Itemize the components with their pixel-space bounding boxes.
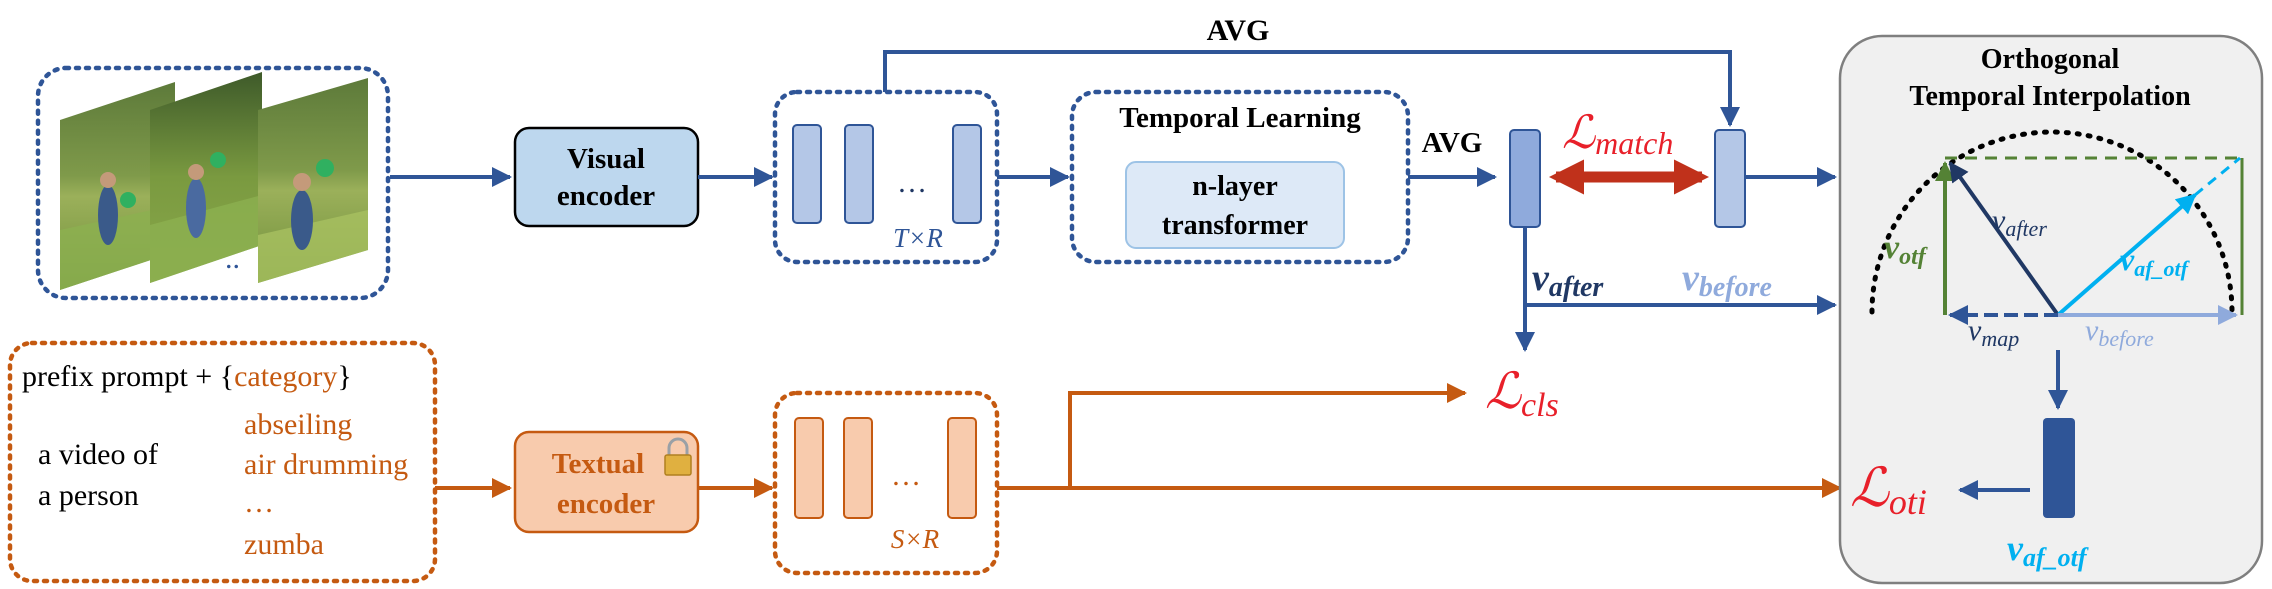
video-frame-image: [150, 72, 262, 283]
visual-token: [952, 124, 982, 224]
visual-encoder: Visual encoder: [513, 126, 700, 228]
oti-title-1: Orthogonal: [1981, 44, 2120, 75]
transformer-label-1: n-layer: [1192, 171, 1278, 202]
category-item: air drumming: [244, 448, 408, 481]
v-af-otf-token: [2043, 418, 2075, 518]
category-item: zumba: [244, 528, 324, 561]
v-af-otf-extension: [2194, 156, 2241, 197]
lock-icon: [664, 437, 692, 476]
text-tokens-group: … S×R: [772, 390, 1000, 576]
top-avg-path: [883, 50, 1740, 127]
text-token: [794, 417, 824, 519]
visual-token: [792, 124, 822, 224]
video-frame-image: [258, 78, 368, 283]
v-map-label: vmap: [1968, 314, 2019, 351]
textual-encoder: Textual encoder: [513, 430, 700, 534]
unit-semicircle: [1869, 129, 2235, 315]
text-tokens-ellipsis: …: [891, 459, 921, 492]
v-after-panel-label: vafter: [1992, 204, 2047, 241]
oti-title-2: Temporal Interpolation: [1909, 81, 2191, 112]
v-after-token: [1509, 129, 1541, 228]
prompt-line-1: a video of: [38, 438, 158, 471]
temporal-learning-title: Temporal Learning: [1119, 102, 1361, 134]
category-item: abseiling: [244, 408, 352, 441]
v-otf-label: votf: [1884, 229, 1928, 270]
frames-ellipsis: ..: [225, 242, 240, 275]
temporal-learning-box: [1069, 89, 1411, 265]
avg-label: AVG: [1422, 127, 1483, 159]
visual-tokens-group: … T×R: [772, 89, 1000, 265]
text-tokens-box: [772, 390, 1000, 576]
visual-tokens-ellipsis: …: [897, 166, 927, 199]
text-tokens-to-cls-arrow: [1068, 383, 1467, 488]
video-frames-box: [35, 65, 391, 301]
v-after-label: vafter: [1532, 257, 1604, 303]
prefix-prompt-text: prefix prompt + {category}: [22, 360, 352, 393]
v-af-otf-arrow: [2056, 193, 2197, 317]
category-item: …: [244, 486, 274, 519]
video-frame-image: [60, 82, 175, 290]
visual-encoder-label-1: Visual: [567, 143, 645, 175]
text-token: [947, 417, 977, 519]
v-af-otf-label: vaf_otf: [2120, 241, 2191, 281]
v-af-otf-output-label: vaf_otf: [2007, 528, 2089, 572]
text-prompt-group: prefix prompt + {category} a video of a …: [7, 340, 438, 584]
v-after-arrow: [1948, 161, 2060, 317]
visual-encoder-label-2: encoder: [557, 180, 655, 212]
textual-encoder-label-2: encoder: [557, 488, 655, 520]
oti-loss-label: ℒoti: [1850, 458, 1927, 522]
textual-encoder-label-1: Textual: [552, 448, 644, 480]
cls-loss-label: ℒcls: [1485, 363, 1559, 424]
oti-panel: Orthogonal Temporal Interpolation votf v…: [1838, 34, 2264, 585]
text-tokens-dim: S×R: [891, 524, 940, 554]
transformer-block: [1125, 161, 1345, 249]
top-avg-label: AVG: [1207, 14, 1270, 47]
v-before-token: [1714, 129, 1746, 228]
visual-token: [844, 124, 874, 224]
text-prompt-box: [7, 340, 438, 584]
match-loss-label: ℒmatch: [1562, 107, 1673, 161]
transformer-label-2: transformer: [1162, 210, 1308, 241]
visual-tokens-dim: T×R: [893, 223, 943, 253]
video-frames-group: ..: [35, 65, 391, 301]
temporal-learning-group: Temporal Learning n-layer transformer: [1069, 89, 1411, 265]
prompt-line-2: a person: [38, 479, 139, 512]
text-token: [843, 417, 873, 519]
v-before-label: vbefore: [1682, 257, 1772, 303]
v-before-panel-label: vbefore: [2085, 314, 2154, 351]
